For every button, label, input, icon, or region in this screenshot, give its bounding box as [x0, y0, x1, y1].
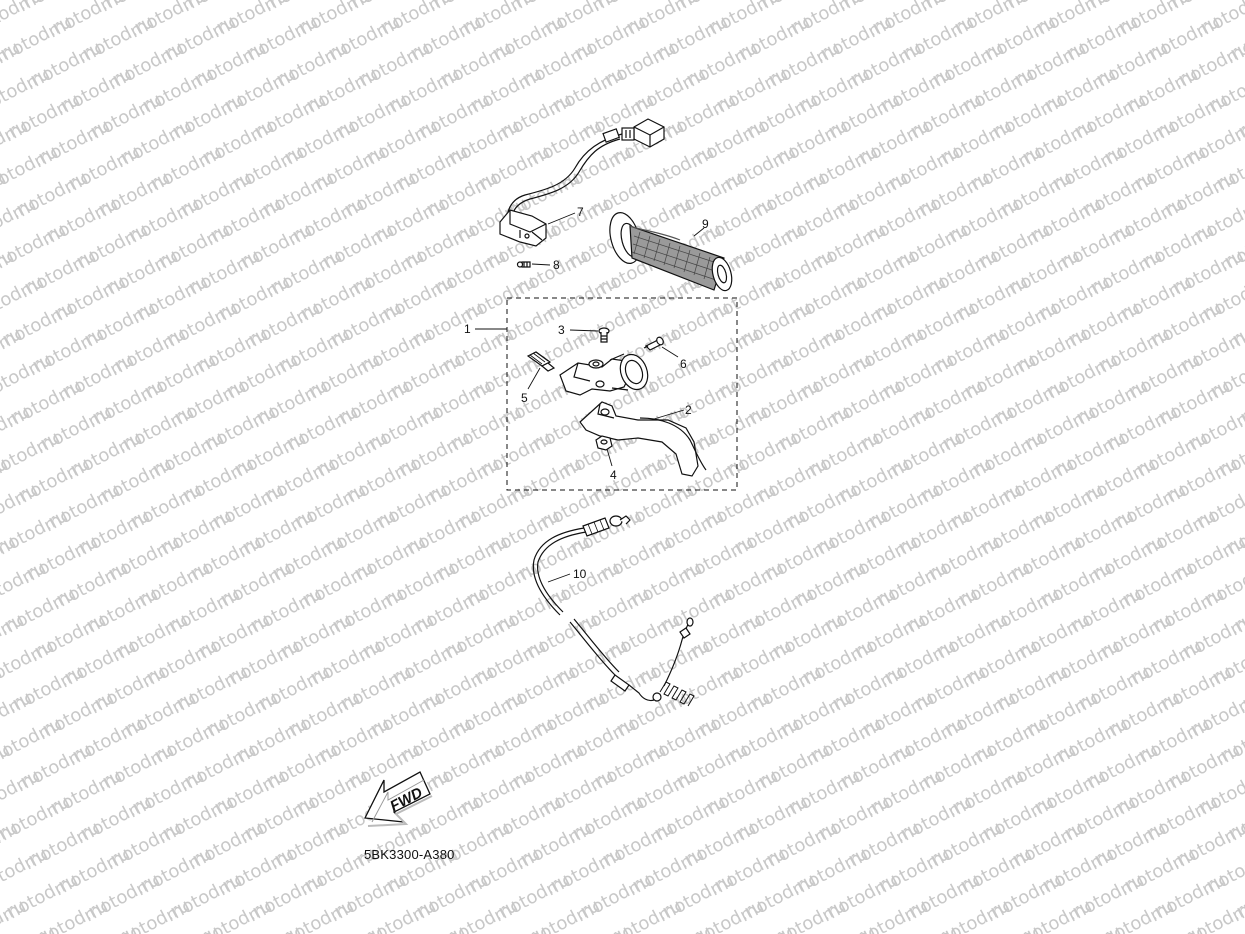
part-6-bolt[interactable] [643, 336, 665, 351]
part-4-nut[interactable] [595, 435, 613, 451]
callout-9: 9 [702, 217, 709, 231]
callout-labels: 7 8 9 1 3 6 5 2 4 10 [464, 205, 709, 581]
callout-3: 3 [558, 323, 565, 337]
callout-8: 8 [553, 258, 560, 272]
callout-leaders [475, 212, 705, 583]
diagram-part-code: 5BK3300-A380 [364, 847, 455, 862]
part-7-switch-harness[interactable] [499, 118, 665, 247]
callout-2: 2 [685, 403, 692, 417]
part-10-clutch-cable[interactable] [532, 515, 695, 707]
assembly-1-dashed-box [506, 297, 738, 491]
fwd-direction-arrow: FWD [363, 771, 433, 827]
part-8-screw[interactable] [516, 261, 531, 268]
part-3-screw[interactable] [598, 327, 610, 343]
callout-10: 10 [573, 567, 587, 581]
callout-5: 5 [521, 391, 528, 405]
part-2-clutch-lever[interactable] [579, 401, 707, 477]
lever-holder-bracket[interactable] [559, 351, 652, 396]
callout-1: 1 [464, 322, 471, 336]
callout-6: 6 [680, 357, 687, 371]
part-5-adjuster[interactable] [526, 351, 556, 372]
part-9-grip[interactable] [605, 209, 735, 292]
callout-4: 4 [610, 468, 617, 482]
callout-7: 7 [577, 205, 584, 219]
